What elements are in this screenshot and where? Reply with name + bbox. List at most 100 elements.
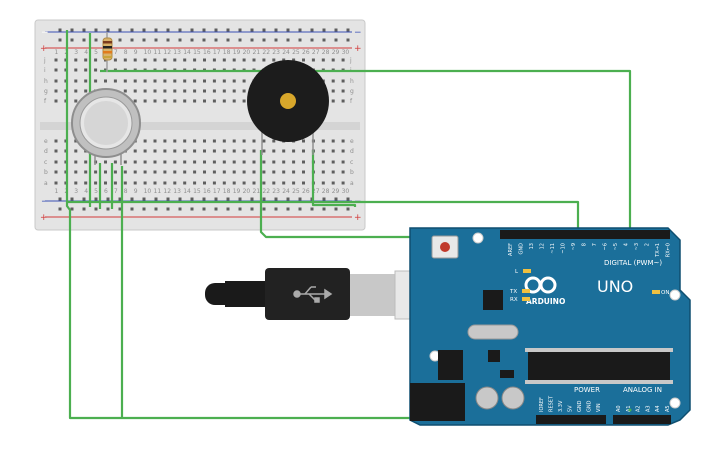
hole[interactable] <box>183 170 187 174</box>
hole[interactable] <box>331 58 335 62</box>
hole[interactable] <box>143 149 147 153</box>
hole[interactable] <box>113 181 117 185</box>
hole[interactable] <box>341 58 345 62</box>
hole[interactable] <box>133 181 137 185</box>
hole[interactable] <box>74 68 78 72</box>
hole[interactable] <box>222 160 226 164</box>
hole[interactable] <box>321 58 325 62</box>
hole[interactable] <box>302 58 305 62</box>
rail-hole[interactable] <box>82 38 86 42</box>
hole[interactable] <box>302 139 305 143</box>
hole[interactable] <box>232 89 236 93</box>
rail-hole[interactable] <box>286 197 290 201</box>
hole[interactable] <box>242 99 246 103</box>
rail-hole[interactable] <box>250 207 254 211</box>
rail-hole[interactable] <box>238 207 242 211</box>
hole[interactable] <box>173 139 177 143</box>
hole[interactable] <box>331 181 335 185</box>
rail-hole[interactable] <box>178 38 182 42</box>
hole[interactable] <box>292 58 296 62</box>
hole[interactable] <box>54 89 58 93</box>
rail-hole[interactable] <box>214 207 218 211</box>
hole[interactable] <box>54 160 58 164</box>
hole[interactable] <box>173 170 177 174</box>
hole[interactable] <box>262 58 266 62</box>
hole[interactable] <box>84 68 88 72</box>
hole[interactable] <box>163 139 167 143</box>
hole[interactable] <box>193 160 197 164</box>
rail-hole[interactable] <box>118 207 122 211</box>
rail-hole[interactable] <box>190 38 194 42</box>
rail-hole[interactable] <box>298 38 302 42</box>
hole[interactable] <box>272 160 276 164</box>
hole[interactable] <box>232 58 236 62</box>
hole[interactable] <box>54 99 58 103</box>
rail-hole[interactable] <box>286 38 290 42</box>
hole[interactable] <box>123 79 127 83</box>
rail-hole[interactable] <box>58 38 62 42</box>
hole[interactable] <box>242 58 246 62</box>
hole[interactable] <box>252 181 256 185</box>
rail-hole[interactable] <box>346 38 350 42</box>
hole[interactable] <box>272 149 276 153</box>
hole[interactable] <box>321 181 325 185</box>
hole[interactable] <box>104 160 107 164</box>
hole[interactable] <box>74 58 78 62</box>
hole[interactable] <box>262 160 266 164</box>
hole[interactable] <box>84 181 88 185</box>
rail-hole[interactable] <box>118 38 122 42</box>
rail-hole[interactable] <box>226 197 230 201</box>
rail-hole[interactable] <box>322 38 326 42</box>
hole[interactable] <box>341 160 345 164</box>
rail-hole[interactable] <box>166 38 170 42</box>
hole[interactable] <box>282 181 286 185</box>
hole[interactable] <box>54 139 58 143</box>
hole[interactable] <box>163 181 167 185</box>
hole[interactable] <box>331 139 335 143</box>
hole[interactable] <box>302 181 305 185</box>
hole[interactable] <box>262 149 266 153</box>
hole[interactable] <box>321 170 325 174</box>
hole[interactable] <box>74 170 78 174</box>
rail-hole[interactable] <box>154 28 158 32</box>
hole[interactable] <box>203 170 206 174</box>
hole[interactable] <box>143 181 147 185</box>
hole[interactable] <box>133 170 137 174</box>
rail-hole[interactable] <box>334 207 338 211</box>
rail-hole[interactable] <box>142 38 146 42</box>
hole[interactable] <box>212 139 216 143</box>
hole[interactable] <box>153 170 157 174</box>
rail-hole[interactable] <box>250 197 254 201</box>
rail-hole[interactable] <box>274 38 278 42</box>
hole[interactable] <box>193 181 197 185</box>
rail-hole[interactable] <box>58 28 62 32</box>
usb-cable[interactable] <box>205 268 441 320</box>
hole[interactable] <box>163 79 167 83</box>
hole[interactable] <box>282 160 286 164</box>
rail-hole[interactable] <box>298 197 302 201</box>
analog-header[interactable] <box>613 415 671 424</box>
rail-hole[interactable] <box>298 28 302 32</box>
hole[interactable] <box>212 181 216 185</box>
hole[interactable] <box>183 99 187 103</box>
hole[interactable] <box>84 160 88 164</box>
hole[interactable] <box>104 181 107 185</box>
hole[interactable] <box>282 149 286 153</box>
rail-hole[interactable] <box>178 197 182 201</box>
hole[interactable] <box>183 89 187 93</box>
hole[interactable] <box>153 58 157 62</box>
hole[interactable] <box>203 58 206 62</box>
hole[interactable] <box>222 139 226 143</box>
rail-hole[interactable] <box>334 197 338 201</box>
rail-hole[interactable] <box>322 28 326 32</box>
rail-hole[interactable] <box>346 28 350 32</box>
hole[interactable] <box>54 149 58 153</box>
hole[interactable] <box>74 160 78 164</box>
hole[interactable] <box>84 79 88 83</box>
rail-hole[interactable] <box>262 28 266 32</box>
hole[interactable] <box>133 149 137 153</box>
rail-hole[interactable] <box>286 207 290 211</box>
hole[interactable] <box>232 79 236 83</box>
rail-hole[interactable] <box>226 28 230 32</box>
rail-hole[interactable] <box>346 207 350 211</box>
